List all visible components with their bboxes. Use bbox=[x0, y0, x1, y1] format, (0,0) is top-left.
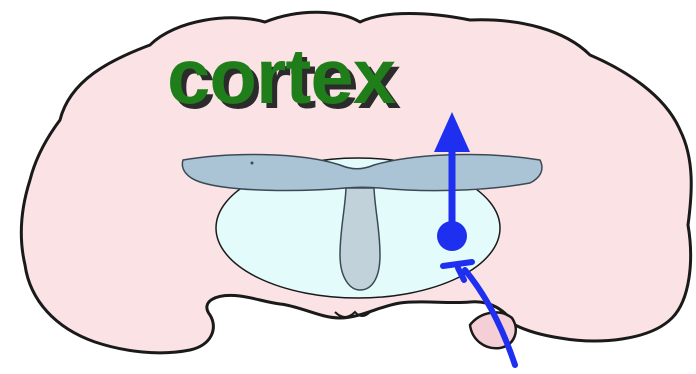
ventricle-speck bbox=[251, 162, 254, 165]
cortex-label: cortex bbox=[167, 37, 395, 115]
third-ventricle bbox=[340, 188, 380, 290]
